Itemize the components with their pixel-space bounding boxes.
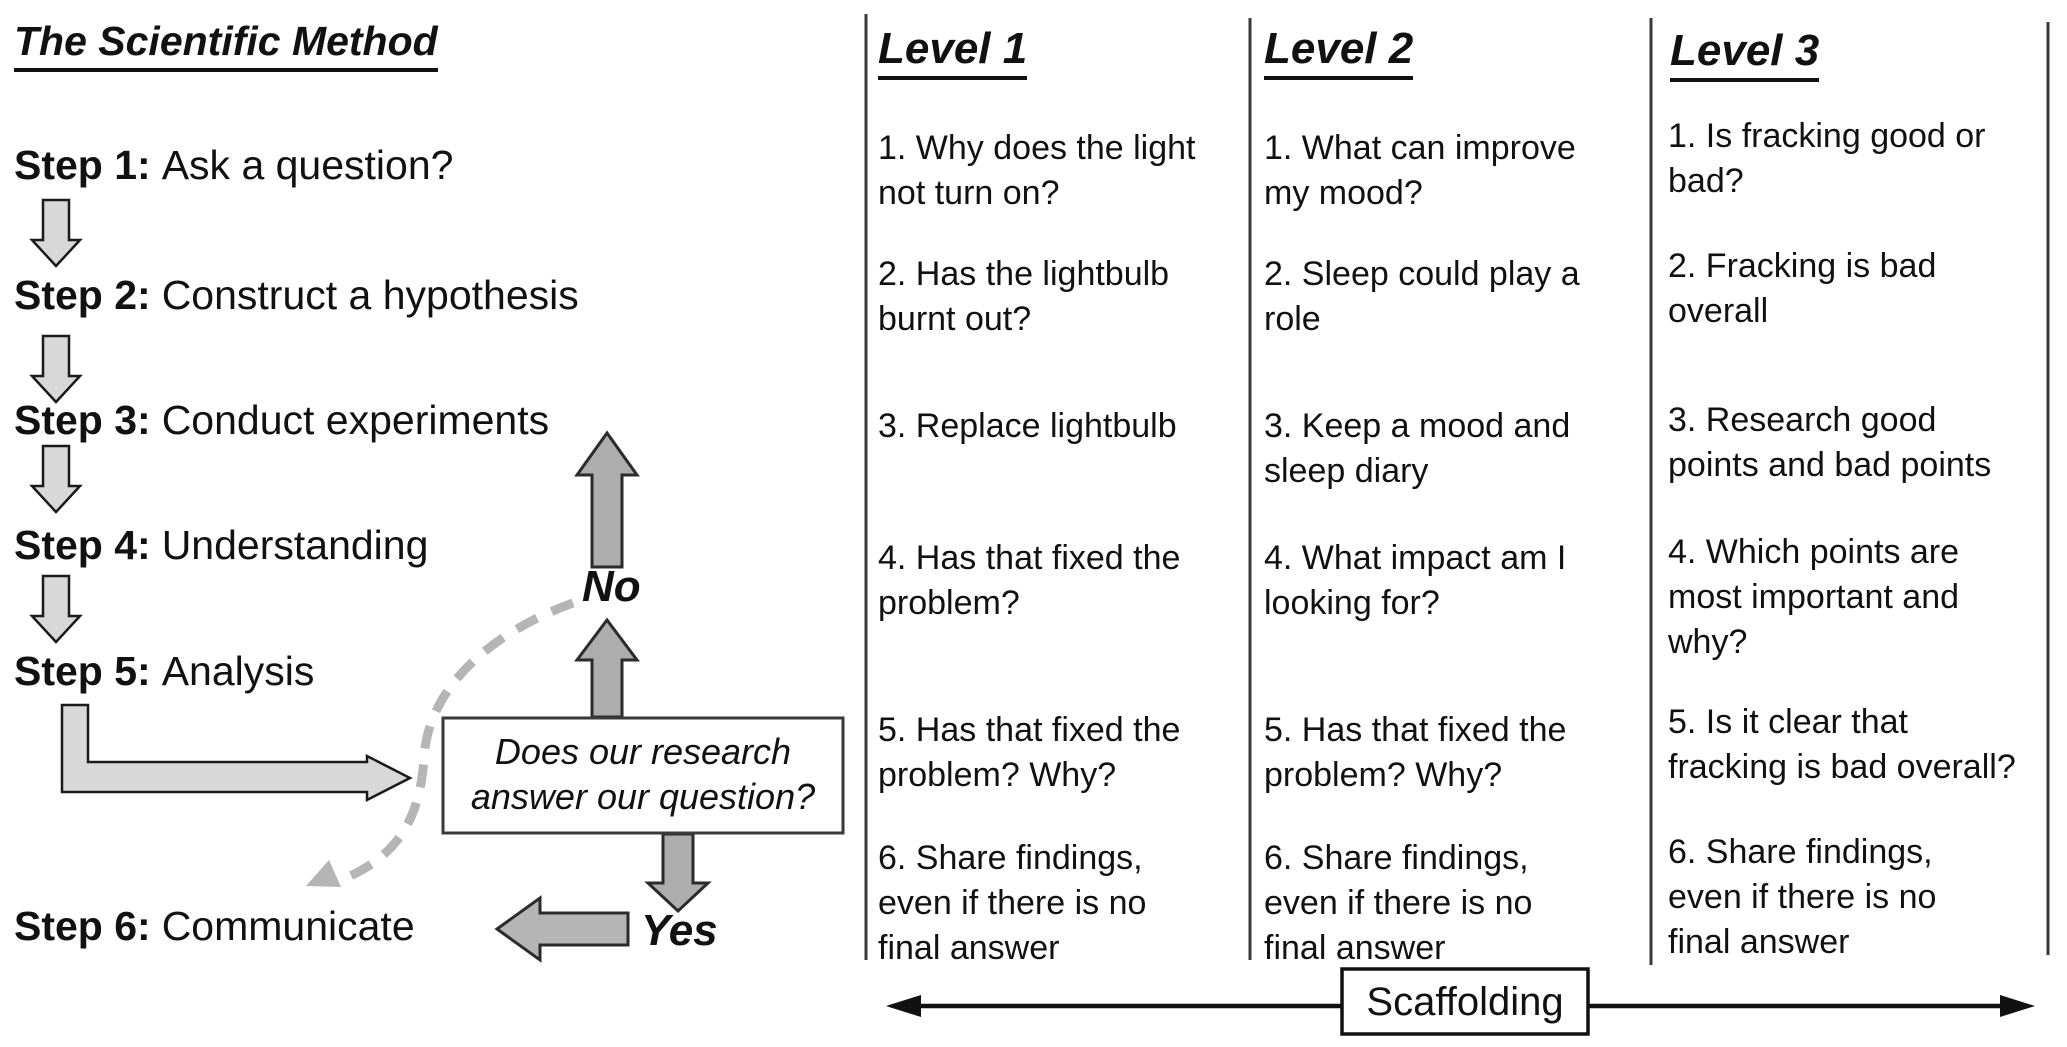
level-3-item-6: 6. Share findings, even if there is no f… — [1668, 833, 1937, 961]
down-arrow-step1-step2-icon — [29, 198, 83, 268]
level-3-item-5: 5. Is it clear that fracking is bad over… — [1668, 703, 2016, 786]
step-4-text: Understanding — [161, 522, 429, 568]
yes-down-arrow-icon — [644, 832, 712, 914]
level-1-item-6: 6. Share findings, even if there is no f… — [878, 839, 1147, 967]
down-arrow-step4-step5-icon — [29, 574, 83, 644]
step-6-text: Communicate — [161, 903, 415, 949]
step-1: Step 1:Ask a question? — [14, 142, 453, 189]
no-label: No — [582, 562, 641, 611]
step-5: Step 5:Analysis — [14, 648, 314, 695]
level-3-item-1: 1. Is fracking good or bad? — [1668, 117, 1986, 200]
elbow-arrow-step5-to-decision-icon — [60, 703, 413, 803]
scaffolding-box — [1340, 967, 1590, 1036]
column-level-2: Level 2 1. What can improve my mood? 2. … — [1264, 0, 1604, 1047]
column-level-2-header: Level 2 — [1264, 24, 1414, 80]
step-3-label: Step 3: — [14, 397, 151, 443]
level-1-item-3: 3. Replace lightbulb — [878, 407, 1177, 445]
level-3-item-4: 4. Which points are most important and w… — [1668, 533, 1960, 661]
down-arrow-step3-step4-icon — [29, 444, 83, 514]
step-5-label: Step 5: — [14, 648, 151, 694]
step-3-text: Conduct experiments — [161, 397, 550, 443]
scaffolding-arrowhead-left-icon — [886, 995, 921, 1017]
level-1-item-2: 2. Has the lightbulb burnt out? — [878, 255, 1170, 338]
step-1-text: Ask a question? — [161, 142, 454, 188]
down-arrow-step2-step3-icon — [29, 334, 83, 404]
level-2-item-2: 2. Sleep could play a role — [1264, 255, 1580, 338]
step-4: Step 4:Understanding — [14, 522, 428, 569]
level-1-item-4: 4. Has that fixed the problem? — [878, 539, 1181, 622]
no-up-arrow-long-icon — [574, 430, 640, 569]
level-2-item-4: 4. What impact am I looking for? — [1264, 539, 1567, 622]
scaffolding-label: Scaffolding — [1366, 980, 1564, 1024]
scaffolding-arrowhead-right-icon — [2000, 995, 2035, 1017]
level-3-item-2: 2. Fracking is bad overall — [1668, 247, 1937, 330]
level-2-item-1: 1. What can improve my mood? — [1264, 129, 1576, 212]
yes-left-arrow-icon — [494, 895, 630, 963]
decision-box — [441, 716, 845, 835]
level-2-item-6: 6. Share findings, even if there is no f… — [1264, 839, 1533, 967]
column-level-1: Level 1 1. Why does the light not turn o… — [878, 0, 1218, 1047]
step-4-label: Step 4: — [14, 522, 151, 568]
step-6-label: Step 6: — [14, 903, 151, 949]
level-1-item-1: 1. Why does the light not turn on? — [878, 129, 1196, 212]
column-level-3-header: Level 3 — [1670, 26, 1820, 82]
step-2-text: Construct a hypothesis — [161, 272, 579, 318]
diagram-title: The Scientific Method — [14, 18, 438, 72]
no-up-arrow-short-icon — [574, 617, 640, 719]
step-2: Step 2:Construct a hypothesis — [14, 272, 579, 319]
level-1-item-5: 5. Has that fixed the problem? Why? — [878, 711, 1181, 794]
column-level-3: Level 3 1. Is fracking good or bad? 2. F… — [1668, 0, 2040, 1047]
column-level-1-header: Level 1 — [878, 24, 1028, 80]
step-3: Step 3:Conduct experiments — [14, 397, 549, 444]
dashed-return-arrow-icon — [334, 598, 575, 887]
step-2-label: Step 2: — [14, 272, 151, 318]
level-2-item-3: 3. Keep a mood and sleep diary — [1264, 407, 1571, 490]
level-2-item-5: 5. Has that fixed the problem? Why? — [1264, 711, 1567, 794]
step-1-label: Step 1: — [14, 142, 151, 188]
yes-label: Yes — [641, 906, 718, 955]
step-6: Step 6:Communicate — [14, 903, 415, 950]
dashed-return-arrowhead-icon — [306, 860, 341, 887]
level-3-item-3: 3. Research good points and bad points — [1668, 401, 1992, 484]
step-5-text: Analysis — [161, 648, 315, 694]
decision-box-text: Does our research answer our question? — [470, 731, 816, 817]
